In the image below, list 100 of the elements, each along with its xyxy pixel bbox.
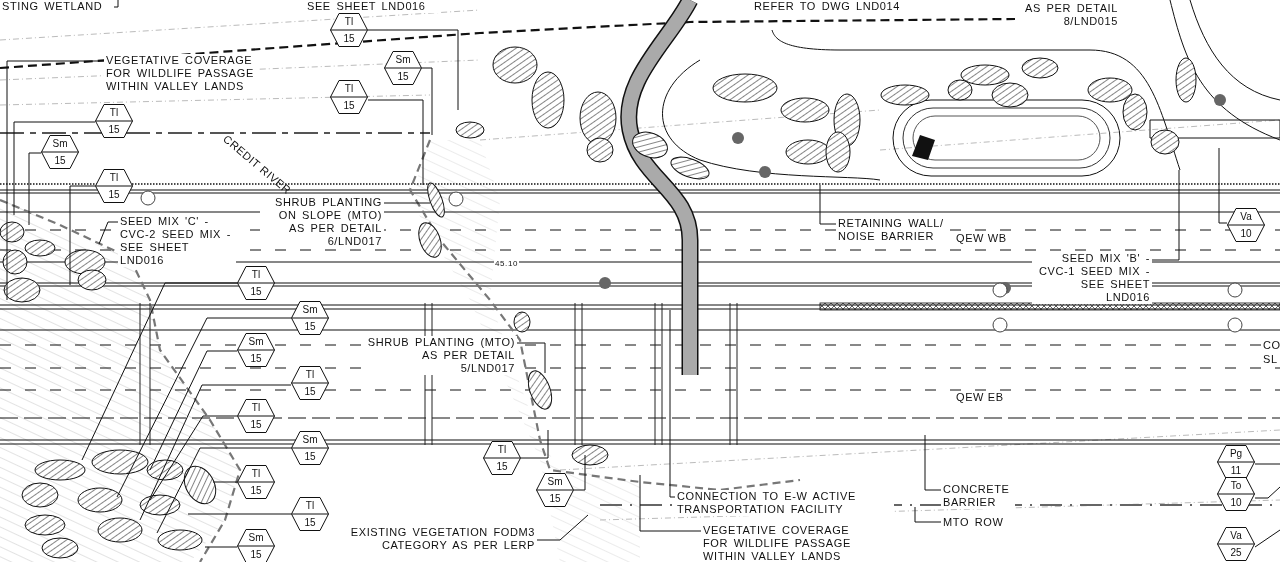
plant-tag [237,399,275,433]
leader-line [6,60,105,301]
plant-tag [384,51,422,85]
plant-species-code: Tl [108,107,120,119]
map-label: QEW WB [955,232,1008,244]
plant-quantity: 15 [249,485,263,497]
plant-species-code: Sm [301,434,319,446]
plant-species-code: Sm [247,532,265,544]
leader-line [421,67,433,136]
leader-line [28,152,42,226]
plant-species-code: Va [1229,530,1243,542]
plant-tag [95,169,133,203]
plant-species-code: Sm [51,138,69,150]
plant-species-code: Sm [247,336,265,348]
leader-line [367,99,424,186]
plant-species-code: Tl [250,269,262,281]
plant-quantity: 15 [303,451,317,463]
plant-tag [1217,477,1255,511]
leader-line [69,185,96,286]
plant-species-code: Sm [546,476,564,488]
leader-line [81,282,238,461]
leader-line [156,447,292,534]
leader-line [639,474,702,532]
leader-line [924,434,942,491]
plant-tag [536,473,574,507]
plant-quantity: 11 [1229,465,1243,477]
leader-line [1254,463,1280,465]
leader-line [516,342,546,374]
plant-tag [330,80,368,114]
plant-quantity: 15 [53,155,67,167]
leader-line [1218,147,1228,224]
plant-species-code: Tl [343,16,355,28]
plant-tag [291,301,329,335]
plant-tag [95,104,133,138]
plant-tag [237,333,275,367]
plant-quantity: 10 [1229,497,1243,509]
plant-tag [291,366,329,400]
plant-quantity: 15 [548,493,562,505]
leader-line [520,429,549,459]
plant-quantity: 15 [249,353,263,365]
leader-line [149,415,238,501]
callout-text: CONCRETE BARRIER [941,483,1015,509]
plant-quantity: 15 [303,321,317,333]
callout-text: VEGETATIVE COVERAGE FOR WILDLIFE PASSAGE WITHIN VALLEY LANDS [104,54,258,93]
leader-line [1254,529,1280,548]
plant-quantity: 15 [303,386,317,398]
leader-line [669,309,676,498]
leader-line [149,350,238,471]
plant-species-code: Tl [343,83,355,95]
plant-species-code: Tl [250,402,262,414]
plant-quantity: 15 [342,100,356,112]
plant-species-code: Tl [496,444,508,456]
leader-line [13,121,96,216]
plant-quantity: 15 [249,419,263,431]
plant-species-code: Tl [304,500,316,512]
plant-tag [41,135,79,169]
callout-text: SHRUB PLANTING ON SLOPE (MTO) AS PER DETAIL 6/LND017 [260,196,384,248]
plant-quantity: 15 [249,286,263,298]
plant-quantity: 10 [1239,228,1253,240]
plant-tag [330,13,368,47]
plant-quantity: 15 [107,124,121,136]
leader-line [113,0,119,8]
plant-species-code: Tl [304,369,316,381]
plant-quantity: 15 [495,461,509,473]
map-label: CO SL [1262,338,1280,366]
plant-tag [237,529,275,562]
leader-line [536,514,589,541]
leader-line [1254,486,1280,499]
plant-tag [291,497,329,531]
callout-text: SEE SHEET LND016 [305,0,439,13]
callout-text: SEED MIX 'B' - CVC-1 SEED MIX - SEE SHEET LND016 [1032,252,1152,304]
callout-text: EXISTING VEGETATION FODM3 CATEGORY AS PER LERP [348,526,537,552]
plant-species-code: Tl [250,468,262,480]
plant-species-code: Sm [394,54,412,66]
plant-quantity: 15 [249,549,263,561]
plant-tag [1217,445,1255,479]
leader-line [367,29,459,111]
plant-tag [483,441,521,475]
plant-species-code: Sm [301,304,319,316]
leader-line [914,506,942,523]
plant-quantity: 15 [342,33,356,45]
leader-line [212,481,238,483]
plant-tag [1227,208,1265,242]
dimension-text: 45.10 [494,259,520,268]
leader-line [819,184,837,225]
plant-quantity: 15 [396,71,410,83]
map-label: QEW EB [955,391,1005,403]
leader-line [116,317,292,498]
plant-tag [1217,527,1255,561]
plant-species-code: Tl [108,172,120,184]
leader-line [573,454,586,491]
leader-line [98,221,119,245]
plant-quantity: 25 [1229,547,1243,559]
plant-tag [237,465,275,499]
plant-species-code: Pg [1228,448,1244,460]
plant-tag [237,266,275,300]
leader-line [204,546,238,548]
leader-line [1151,169,1180,261]
plant-tag [291,431,329,465]
leader-line [187,513,292,515]
